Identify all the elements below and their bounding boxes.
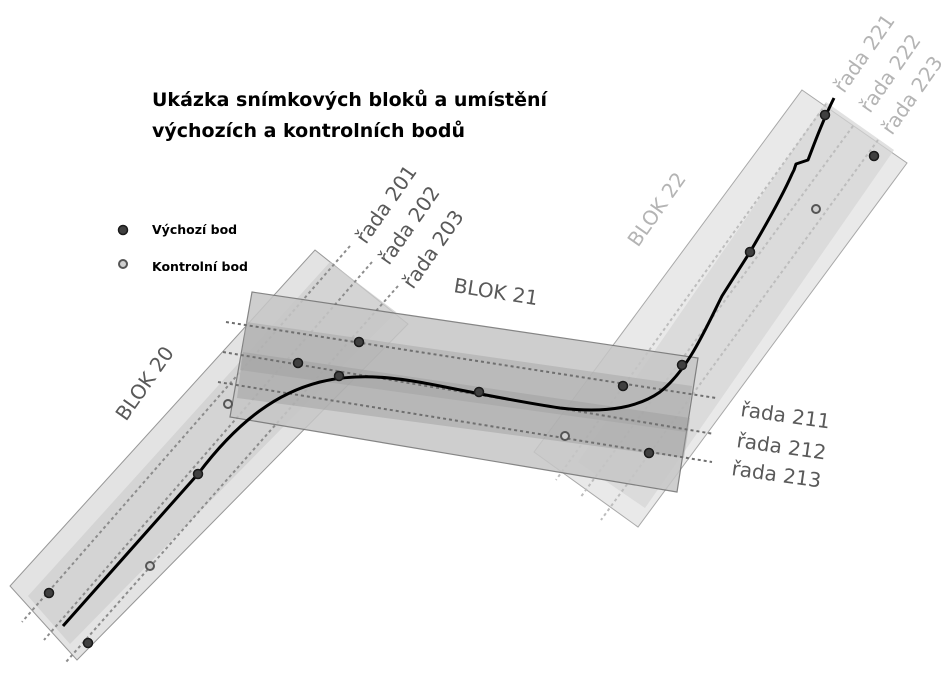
strip-211-axis	[225, 321, 717, 399]
vychozi-point	[43, 587, 55, 599]
kontrolni-points	[145, 204, 821, 571]
vychozi-point	[819, 109, 831, 121]
vychozi-point	[82, 637, 94, 649]
title-line-1: Ukázka snímkových bloků a umístění	[152, 88, 549, 111]
kontrolni-point	[811, 204, 821, 214]
blok-21-overlap-a	[240, 322, 692, 432]
vychozi-points	[43, 109, 880, 649]
kontrolni-point	[223, 399, 233, 409]
title-line-2: výchozích a kontrolních bodů	[152, 119, 465, 142]
vychozi-point	[192, 468, 204, 480]
vychozi-point	[643, 447, 655, 459]
legend-kontrolni-marker	[118, 259, 128, 269]
vychozi-point	[617, 380, 629, 392]
legend-kontrolni-label: Kontrolní bod	[152, 259, 248, 274]
strip-201-axis	[21, 245, 351, 623]
kontrolni-point	[560, 431, 570, 441]
legend-vychozi-label: Výchozí bod	[152, 222, 237, 237]
vychozi-point	[676, 359, 688, 371]
kontrolni-point	[145, 561, 155, 571]
vychozi-point	[473, 386, 485, 398]
vychozi-point	[744, 246, 756, 258]
legend-vychozi-marker	[117, 224, 129, 236]
vychozi-point	[333, 370, 345, 382]
blok-21-label: BLOK 21	[452, 273, 540, 310]
route-line	[61, 97, 836, 627]
vychozi-point	[353, 336, 365, 348]
vychozi-point	[868, 150, 880, 162]
blok-22-label: BLOK 22	[622, 168, 690, 251]
strip-211-label: řada 211	[739, 397, 831, 433]
legend: Výchozí bod Kontrolní bod	[117, 222, 248, 274]
vychozi-point	[292, 357, 304, 369]
